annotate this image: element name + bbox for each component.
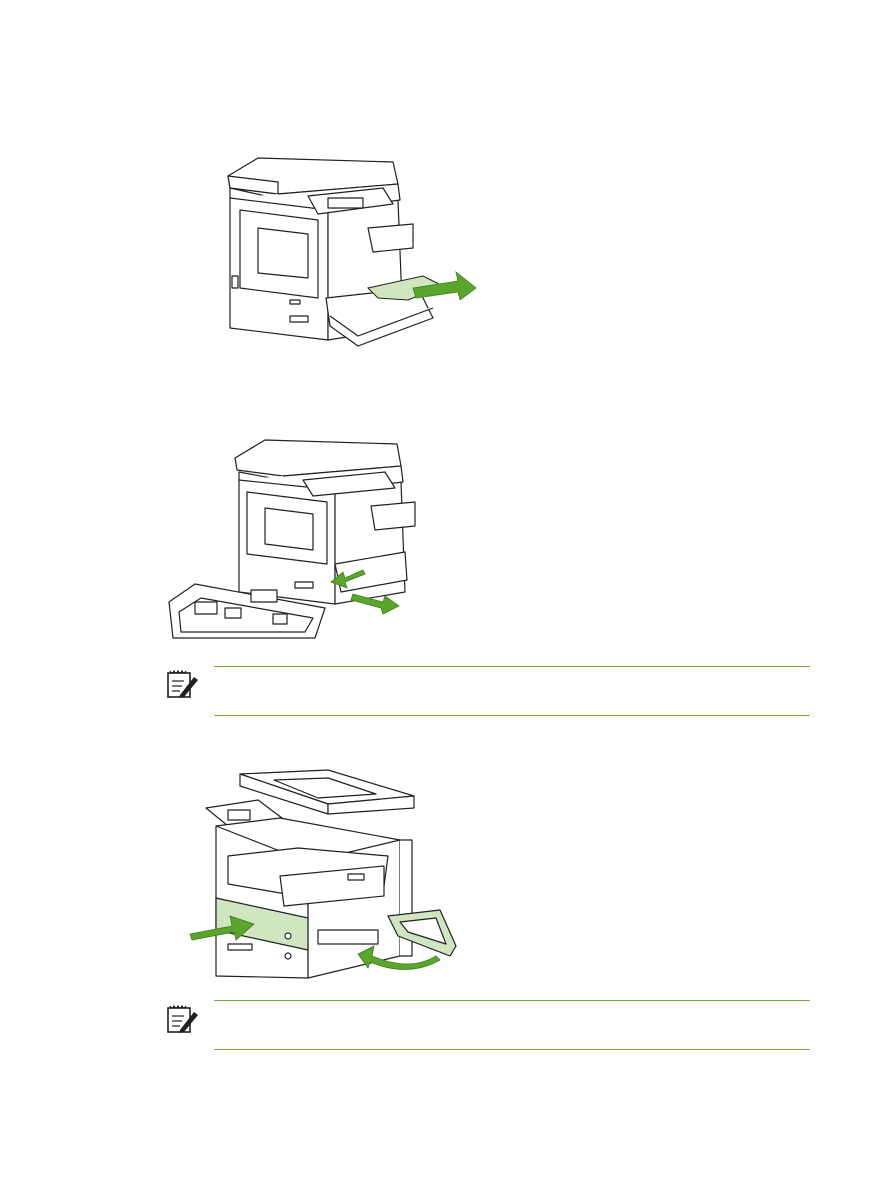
note-top-rule [214, 666, 810, 667]
note-bottom-rule [214, 715, 810, 716]
note-icon [166, 669, 200, 699]
figure-remove-tray [165, 432, 423, 644]
note-bottom-rule [214, 1049, 810, 1050]
printer-paper-jam-illustration [227, 157, 477, 347]
printer-close-door-illustration [189, 769, 457, 979]
note-icon [166, 1004, 200, 1034]
figure-close-tray-and-door [188, 766, 464, 980]
printer-tray-removed-illustration [168, 439, 416, 639]
note-top-rule [214, 1000, 810, 1001]
figure-remove-jammed-paper [218, 148, 480, 348]
